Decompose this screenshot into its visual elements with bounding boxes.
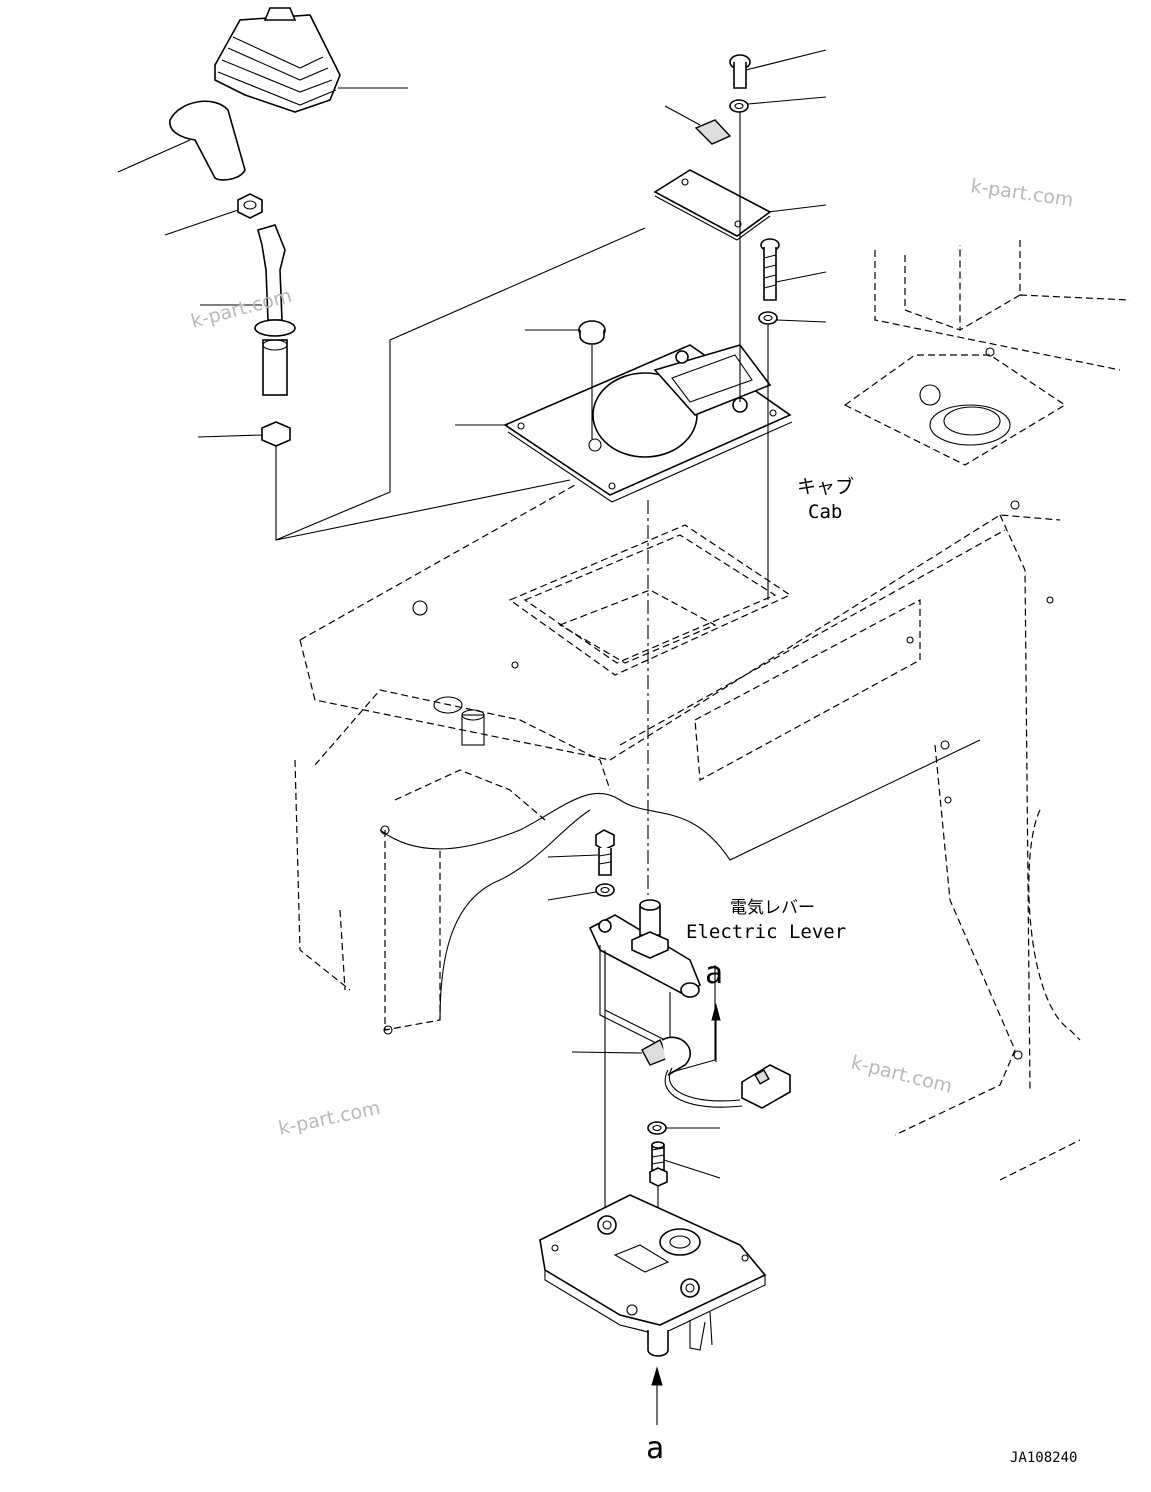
electric-lever-label-ja: 電気レバー bbox=[730, 898, 815, 918]
grip-nut bbox=[164, 193, 263, 236]
leader-cover-link bbox=[275, 227, 646, 541]
top-cover-plate bbox=[653, 169, 827, 241]
lever-nut bbox=[197, 421, 571, 541]
top-screw bbox=[729, 49, 827, 89]
electric-lever-unit bbox=[571, 899, 791, 1109]
lever-grip bbox=[117, 100, 246, 181]
lower-bolt bbox=[649, 1141, 721, 1187]
arrow-up-icon bbox=[711, 1003, 721, 1021]
side-screw bbox=[760, 238, 827, 301]
watermark: k-part.com bbox=[276, 1097, 382, 1140]
cab-label-en: Cab bbox=[808, 501, 842, 523]
lever-rod bbox=[200, 224, 296, 396]
arrow-up-icon bbox=[651, 1366, 663, 1386]
mount-washer bbox=[547, 883, 615, 901]
console-cover-plate bbox=[455, 344, 793, 503]
plug-cap bbox=[525, 320, 606, 440]
mount-bolt bbox=[547, 829, 615, 876]
lever-boot bbox=[214, 7, 408, 113]
view-arrow-a-upper: a bbox=[705, 956, 723, 1062]
top-washer bbox=[729, 96, 827, 113]
view-marker-top: a bbox=[705, 956, 723, 991]
cab-floor-structure bbox=[294, 240, 1131, 1181]
side-washer bbox=[758, 311, 827, 600]
view-arrow-a-lower: a bbox=[646, 1366, 664, 1466]
electric-lever-label-en: Electric Lever bbox=[686, 921, 846, 943]
name-label bbox=[664, 105, 732, 145]
watermark: k-part.com bbox=[849, 1052, 955, 1098]
watermark: k-part.com bbox=[969, 175, 1075, 211]
lever-base-plate bbox=[539, 1194, 767, 1357]
cab-label-ja: キャブ bbox=[797, 475, 854, 498]
lower-washer bbox=[647, 1121, 720, 1135]
view-marker-bottom: a bbox=[646, 1431, 664, 1466]
drawing-number: JA108240 bbox=[1010, 1450, 1077, 1466]
